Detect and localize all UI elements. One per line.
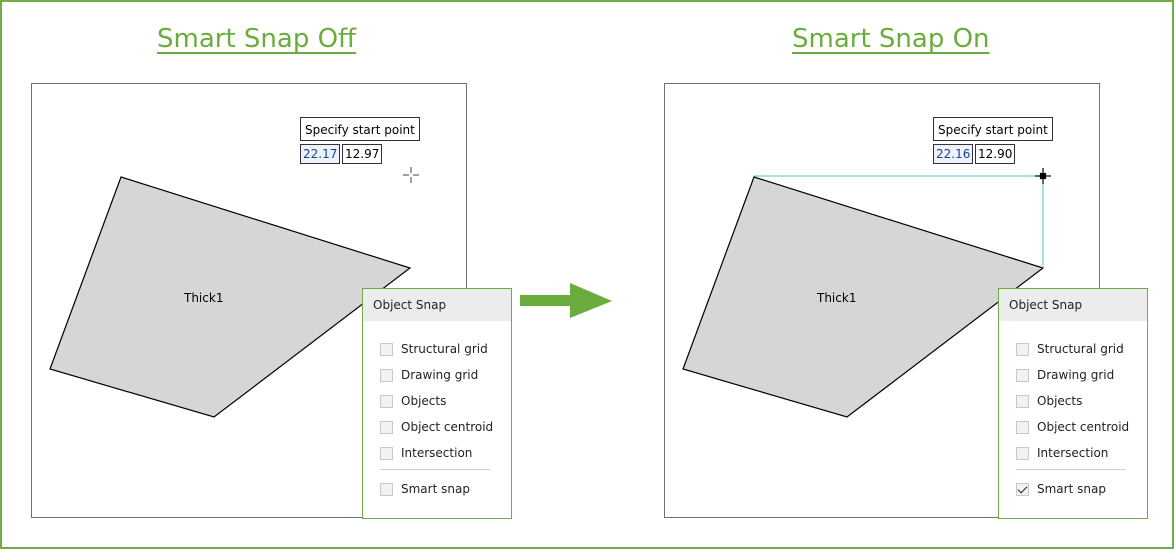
divider <box>1016 469 1126 470</box>
option-label: Smart snap <box>401 482 470 496</box>
option-label: Drawing grid <box>1037 368 1115 382</box>
objects-checkbox[interactable] <box>380 394 393 408</box>
heading-smart-snap-off: Smart Snap Off <box>157 24 356 54</box>
command-prompt: Specify start point <box>300 117 420 141</box>
x-coordinate-field[interactable]: 22.17 <box>300 144 340 164</box>
option-structural-grid[interactable]: Structural grid <box>380 341 488 357</box>
structural-grid-checkbox[interactable] <box>1016 342 1029 356</box>
panel-title: Object Snap <box>363 289 511 321</box>
crosshair-cursor-icon <box>403 167 419 183</box>
option-intersection[interactable]: Intersection <box>380 445 472 461</box>
smart-snap-checkbox[interactable] <box>380 482 393 496</box>
option-label: Structural grid <box>401 342 488 356</box>
x-coordinate-field[interactable]: 22.16 <box>933 144 973 164</box>
option-label: Structural grid <box>1037 342 1124 356</box>
option-object-centroid[interactable]: Object centroid <box>380 419 493 435</box>
object-centroid-checkbox[interactable] <box>1016 420 1029 434</box>
option-objects[interactable]: Objects <box>1016 393 1082 409</box>
shape-label: Thick1 <box>184 291 224 305</box>
option-intersection[interactable]: Intersection <box>1016 445 1108 461</box>
option-label: Object centroid <box>1037 420 1130 434</box>
divider <box>380 469 490 470</box>
object-centroid-checkbox[interactable] <box>380 420 393 434</box>
object-snap-panel-right: Object Snap Structural grid Drawing grid… <box>998 288 1148 519</box>
y-coordinate-field[interactable]: 12.97 <box>342 144 382 164</box>
option-label: Intersection <box>401 446 473 460</box>
objects-checkbox[interactable] <box>1016 394 1029 408</box>
panel-title: Object Snap <box>999 289 1147 321</box>
shape-label: Thick1 <box>817 291 857 305</box>
drawing-grid-checkbox[interactable] <box>1016 368 1029 382</box>
right-arrow-icon <box>520 283 612 318</box>
heading-smart-snap-on: Smart Snap On <box>792 24 990 54</box>
crosshair-cursor-icon <box>1035 168 1051 184</box>
intersection-checkbox[interactable] <box>380 446 393 460</box>
option-label: Objects <box>1037 394 1083 408</box>
structural-grid-checkbox[interactable] <box>380 342 393 356</box>
option-objects[interactable]: Objects <box>380 393 446 409</box>
option-label: Intersection <box>1037 446 1109 460</box>
canvas-drawing-right <box>682 168 1051 418</box>
option-smart-snap[interactable]: Smart snap <box>380 481 470 497</box>
option-label: Drawing grid <box>401 368 479 382</box>
option-label: Smart snap <box>1037 482 1106 496</box>
canvas-drawing-left <box>49 167 419 418</box>
option-label: Object centroid <box>401 420 494 434</box>
option-smart-snap[interactable]: Smart snap <box>1016 481 1106 497</box>
thick-polygon[interactable] <box>49 176 412 418</box>
option-drawing-grid[interactable]: Drawing grid <box>380 367 478 383</box>
option-drawing-grid[interactable]: Drawing grid <box>1016 367 1114 383</box>
intersection-checkbox[interactable] <box>1016 446 1029 460</box>
smart-snap-checkbox-checked[interactable] <box>1016 482 1029 496</box>
y-coordinate-field[interactable]: 12.90 <box>975 144 1015 164</box>
drawing-grid-checkbox[interactable] <box>380 368 393 382</box>
smart-snap-guides <box>754 175 1044 268</box>
thick-polygon[interactable] <box>682 176 1045 418</box>
option-label: Objects <box>401 394 447 408</box>
option-object-centroid[interactable]: Object centroid <box>1016 419 1129 435</box>
option-structural-grid[interactable]: Structural grid <box>1016 341 1124 357</box>
object-snap-panel-left: Object Snap Structural grid Drawing grid… <box>362 288 512 519</box>
command-prompt: Specify start point <box>933 117 1053 141</box>
